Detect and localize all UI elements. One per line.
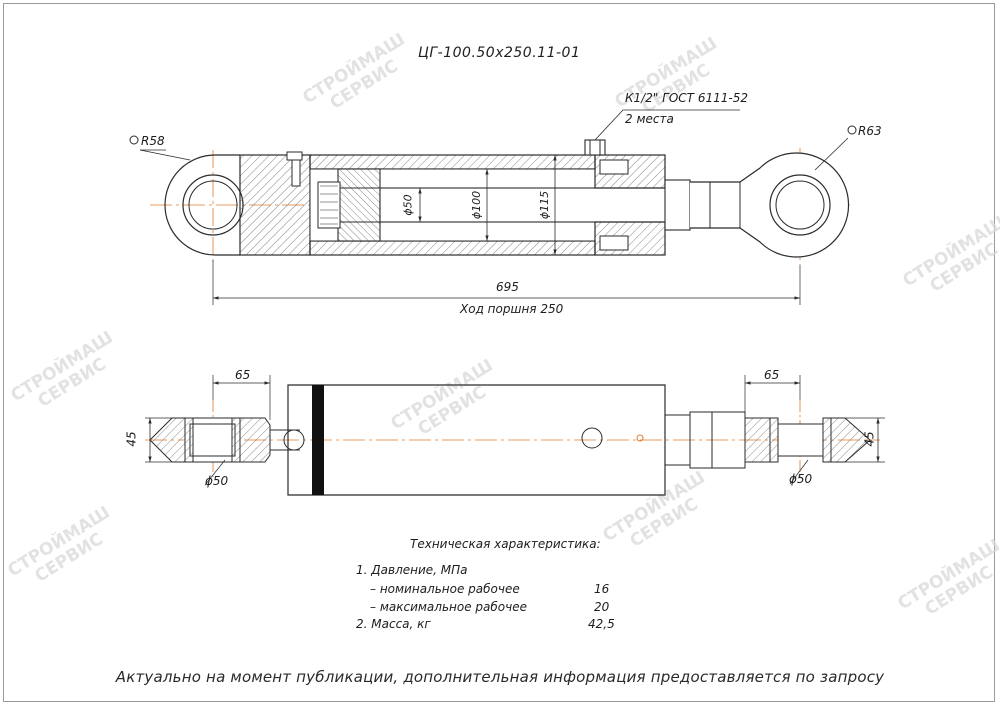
piston-rod	[379, 187, 691, 223]
spec-row-value: 42,5	[588, 617, 615, 631]
end-band	[312, 385, 324, 495]
left-eye-outline	[149, 417, 186, 463]
spec-row-value: 16	[594, 582, 610, 596]
tube-bottom-wall	[309, 240, 596, 256]
footer-note: Актуально на момент публикации, дополнит…	[115, 668, 885, 686]
cylinder-body	[287, 384, 666, 496]
pin-diameter-left-label: ϕ50	[205, 474, 229, 488]
section-view	[129, 109, 857, 305]
stroke-label: Ход поршня 250	[460, 302, 564, 316]
drawing-frame	[3, 3, 995, 702]
spec-row-label: 2. Масса, кг	[356, 617, 431, 631]
radius-left-label: R58	[141, 134, 165, 148]
eye-width-right-label: 65	[764, 368, 780, 382]
rod-diameter-label: ϕ50	[401, 194, 415, 216]
left-eye	[164, 154, 240, 256]
outline-view	[145, 375, 885, 496]
piston	[337, 168, 381, 242]
eye-thickness-left-label: 45	[124, 431, 139, 447]
right-eye	[690, 152, 850, 258]
pin-diameter-right-label: ϕ50	[789, 472, 813, 486]
tube-top-wall	[309, 154, 596, 170]
spec-row-label: – номинальное рабочее	[370, 582, 520, 596]
spec-row-value: 20	[594, 600, 610, 614]
port-thread-callout: К1/2" ГОСТ 6111-52	[625, 91, 748, 105]
overall-length-label: 695	[496, 280, 519, 294]
bore-diameter-label: ϕ100	[470, 190, 484, 220]
eye-width-left-label: 65	[235, 368, 251, 382]
radius-right-label: R63	[858, 124, 882, 138]
outer-diameter-label: ϕ115	[538, 190, 552, 220]
spec-row-label: – максимальное рабочее	[370, 600, 527, 614]
port-boss	[584, 139, 606, 156]
port-count-callout: 2 места	[625, 112, 674, 126]
eye-thickness-right-label: 45	[862, 431, 877, 447]
spec-title: Техническая характеристика:	[410, 537, 601, 551]
drawing-title: ЦГ-100.50х250.11-01	[418, 45, 581, 61]
spec-row-label: 1. Давление, МПа	[356, 563, 468, 577]
